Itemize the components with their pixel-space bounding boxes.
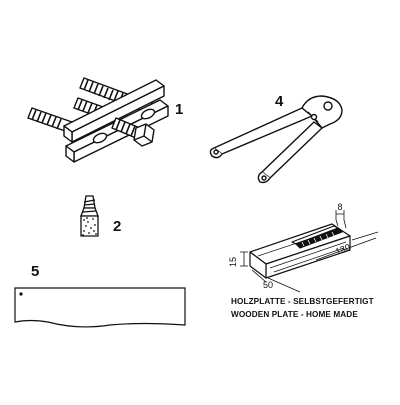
caption-english: WOODEN PLATE - HOME MADE (231, 310, 358, 319)
wooden-plate-icon (249, 223, 351, 279)
item-number-4: 4 (275, 93, 284, 110)
puller-bar-back-icon (63, 79, 165, 143)
item-number-5: 5 (31, 263, 40, 280)
dim-groove-label: 8 (337, 202, 342, 212)
item-number-1: 1 (175, 101, 184, 118)
item-number-2: 2 (113, 218, 122, 235)
pin-spanner-icon (209, 95, 343, 184)
dimension-lines (240, 210, 379, 293)
caption-german: HOLZPLATTE - SELBSTGEFERTIGT (231, 297, 374, 306)
tap-stipple-icon (82, 217, 97, 236)
plate-tool-icon (14, 287, 186, 328)
puller-center-screw-icon (111, 117, 155, 147)
puller-tool-icon (27, 77, 169, 163)
dim-width-label: 50 (263, 280, 273, 290)
dim-thickness-label: 15 (228, 257, 238, 267)
tap-tool-icon (80, 195, 99, 237)
plate-hole-icon (19, 292, 23, 296)
